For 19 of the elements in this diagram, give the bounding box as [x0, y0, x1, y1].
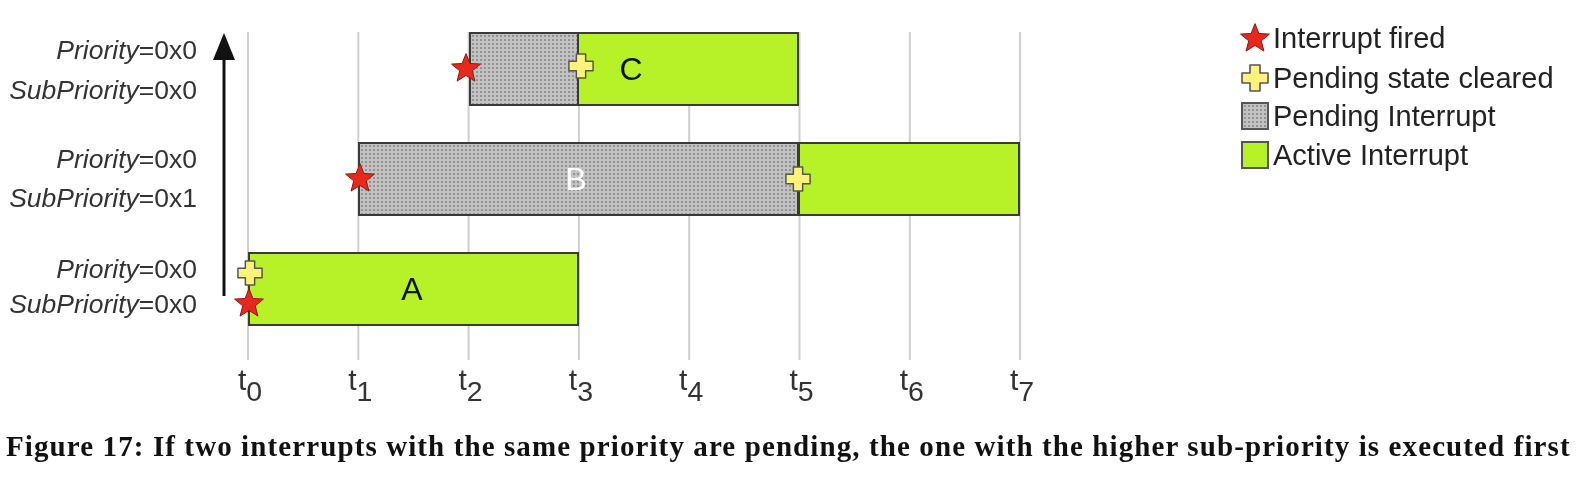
active-bar: [248, 252, 579, 326]
pending-bar: [468, 32, 579, 106]
priority-label: Priority=0x0: [56, 144, 197, 174]
bar-label: A: [401, 272, 423, 306]
active-bar: [576, 32, 800, 106]
priority-label: SubPriority=0x0: [9, 75, 197, 105]
bar-label: B: [565, 162, 587, 196]
legend-label: Interrupt fired: [1273, 22, 1446, 54]
bar-label: C: [619, 52, 643, 86]
legend-label: Active Interrupt: [1273, 139, 1469, 171]
priority-label: SubPriority=0x0: [9, 289, 197, 319]
legend-label: Pending state cleared: [1273, 62, 1554, 94]
legend-label: Pending Interrupt: [1273, 100, 1496, 132]
active-bar: [797, 142, 1021, 216]
priority-label: Priority=0x0: [56, 254, 197, 284]
figure-caption: Figure 17: If two interrupts with the same priority are pending, the one with the higher sub-priority is executed first: [6, 430, 1571, 462]
pending-bar: [358, 142, 800, 216]
priority-label: SubPriority=0x1: [9, 183, 197, 213]
priority-label: Priority=0x0: [56, 35, 197, 65]
